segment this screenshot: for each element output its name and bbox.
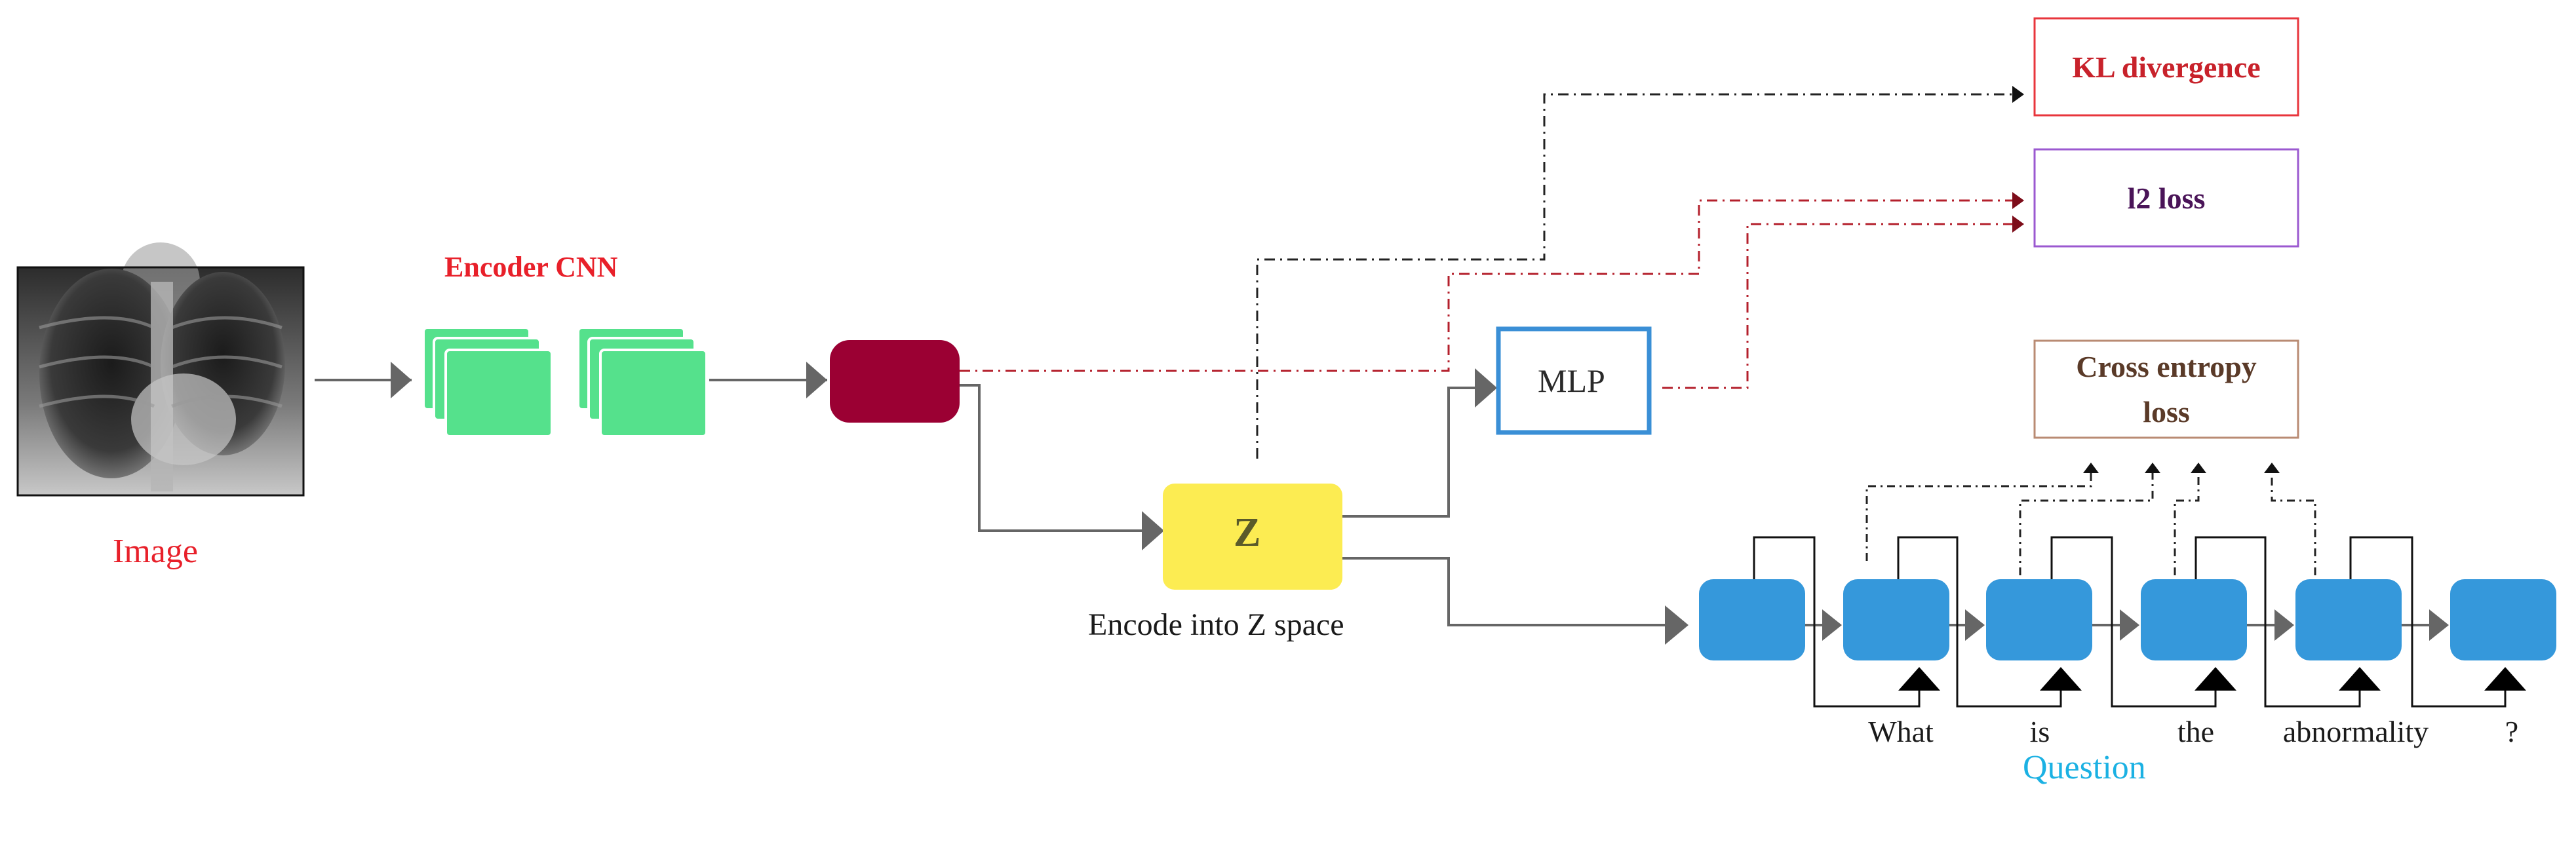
arrow-z-to-rnn (1665, 605, 1688, 645)
image-label: Image (113, 533, 198, 570)
arrow-encoder-to-feature (806, 362, 827, 398)
mlp-box (1496, 326, 1652, 435)
encoder-cnn-stack-2 (577, 326, 708, 438)
l2-loss-label: l2 loss (2127, 181, 2206, 215)
mlp-label: MLP (1538, 362, 1605, 399)
dashed-mlp-to-l2 (1662, 223, 2019, 389)
arrow-feature-to-z (1142, 511, 1164, 550)
cross-entropy-line-2: loss (2143, 395, 2190, 429)
rnn-cell (1699, 579, 1805, 660)
feature-block (830, 340, 960, 423)
l2-loss-box (2033, 148, 2299, 248)
encode-z-label: Encode into Z space (1088, 607, 1344, 642)
rnn-cell (1986, 579, 2092, 660)
dashed-feature-to-l2 (960, 199, 2019, 372)
encoder-cnn-stack-1 (422, 326, 553, 438)
question-word: abnormality (2282, 715, 2429, 748)
z-label: Z (1234, 510, 1261, 555)
rnn-cell (2450, 579, 2556, 660)
rnn-cell (2295, 579, 2402, 660)
question-label: Question (2023, 749, 2146, 786)
arrow-z-to-mlp (1475, 368, 1497, 408)
question-word: the (2177, 715, 2215, 748)
kl-divergence-box (2033, 17, 2299, 117)
kl-divergence-label: KL divergence (2072, 50, 2261, 84)
question-word: What (1868, 715, 1934, 748)
chest-xray-image (16, 242, 305, 497)
dashed-z-to-kl (1256, 93, 2019, 459)
z-box (1163, 484, 1342, 590)
rnn-cell (1843, 579, 1949, 660)
dashed-rnn-to-cross-entropy (1865, 470, 2316, 575)
cross-entropy-label: Cross entropy loss (2035, 341, 2298, 438)
question-word: ? (2505, 715, 2519, 748)
cross-entropy-box (2033, 339, 2299, 439)
cross-entropy-line-1: Cross entropy (2076, 350, 2257, 383)
rnn-cell (2141, 579, 2247, 660)
rnn-chain (1699, 536, 2556, 708)
question-word: is (2029, 715, 2050, 748)
encoder-cnn-label: Encoder CNN (444, 251, 618, 283)
